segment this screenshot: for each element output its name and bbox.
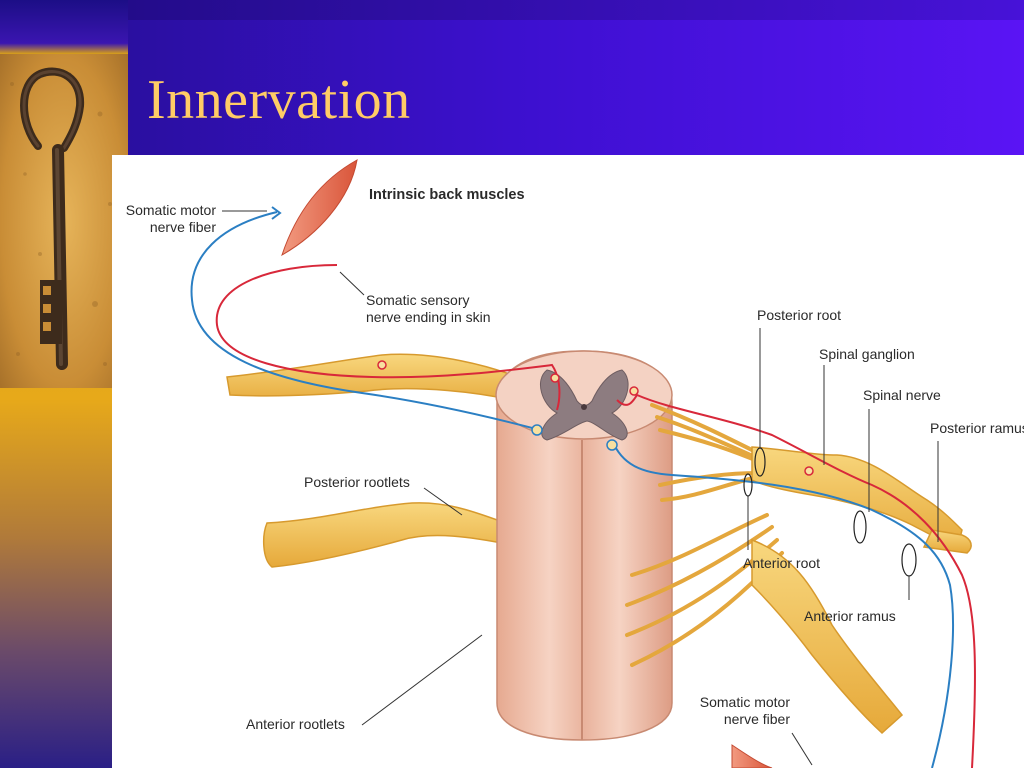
leader-lines xyxy=(222,210,939,766)
label-somatic-motor-top-line1: Somatic motor xyxy=(125,202,216,218)
label-somatic-motor-top-line2: nerve fiber xyxy=(149,219,216,235)
label-anterior-rootlets: Anterior rootlets xyxy=(246,716,345,732)
label-posterior-root: Posterior root xyxy=(757,307,842,323)
label-somatic-motor-bottom: Somatic motor nerve fiber xyxy=(672,694,790,728)
motor-end-plate xyxy=(271,206,282,220)
label-posterior-ramus: Posterior ramus xyxy=(930,420,1024,436)
label-somatic-sensory-line1: Somatic sensory xyxy=(366,292,470,308)
neuron-cell-bodies xyxy=(377,360,814,476)
spinal-nerve-diagram: Intrinsic back muscles Somatic motor ner… xyxy=(112,155,1024,768)
label-somatic-sensory: Somatic sensory nerve ending in skin xyxy=(366,292,491,326)
label-intrinsic-back-muscles: Intrinsic back muscles xyxy=(369,187,525,203)
label-anterior-root: Anterior root xyxy=(743,555,821,571)
intrinsic-back-muscle xyxy=(281,159,358,257)
header-band xyxy=(128,0,1024,20)
left-spinal-nerve xyxy=(226,353,533,568)
label-spinal-nerve: Spinal nerve xyxy=(863,387,941,403)
label-spinal-ganglion: Spinal ganglion xyxy=(819,346,915,362)
anterior-muscle xyxy=(731,744,773,768)
spinal-cord xyxy=(495,350,673,741)
right-spinal-nerve xyxy=(751,446,972,735)
label-somatic-motor-top: Somatic motor nerve fiber xyxy=(112,202,216,236)
label-anterior-ramus: Anterior ramus xyxy=(804,608,896,624)
sensory-fiber xyxy=(215,264,976,768)
header-background xyxy=(128,0,1024,155)
label-somatic-motor-bottom-line2: nerve fiber xyxy=(723,711,790,727)
label-somatic-motor-bottom-line1: Somatic motor xyxy=(699,694,790,710)
label-posterior-rootlets: Posterior rootlets xyxy=(304,474,410,490)
label-somatic-sensory-line2: nerve ending in skin xyxy=(366,309,491,325)
motor-fiber xyxy=(190,211,954,768)
left-decor-top xyxy=(0,0,128,54)
slide-title: Innervation xyxy=(147,69,411,131)
key-photo xyxy=(0,54,128,388)
diagram-illustration xyxy=(190,159,976,768)
